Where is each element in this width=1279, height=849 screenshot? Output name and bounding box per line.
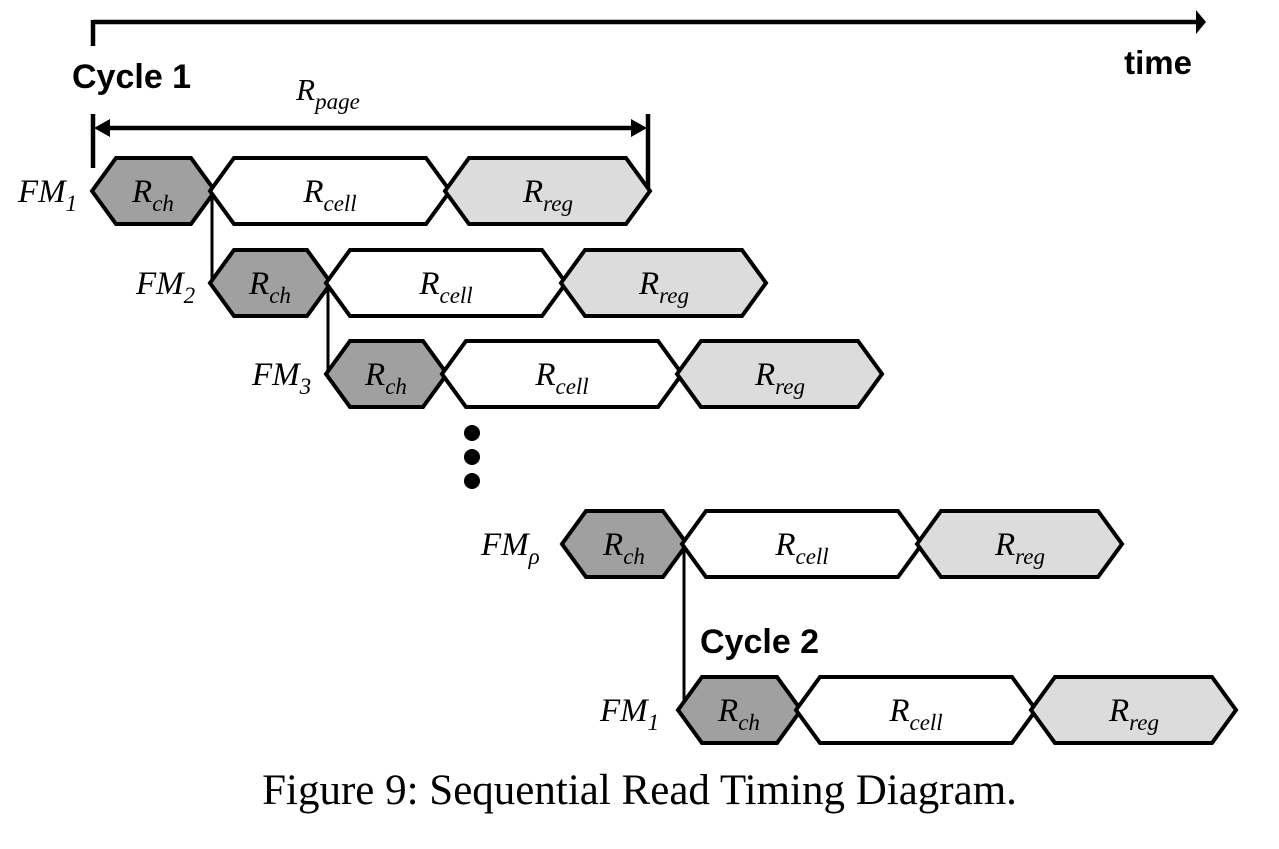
- stage-label-rch-fmrho: Rch: [602, 527, 645, 569]
- stage-label-rcell-fm2: Rcell: [418, 266, 472, 308]
- stage-hex-rreg-fm1-cycle2[interactable]: [1028, 675, 1239, 745]
- row-label-base: FM: [17, 174, 67, 210]
- time-axis-arrowhead: [1196, 10, 1206, 34]
- stage-label-rreg-fm3: Rreg: [754, 357, 805, 399]
- ellipsis-dot: [464, 425, 480, 441]
- row-label-fm1-cycle1: FM1: [17, 174, 77, 216]
- stage-label-rcell-fm1-cycle1: Rcell: [302, 174, 356, 216]
- stage-label-rcell-fm3: Rcell: [534, 357, 588, 399]
- row-label-base: FM: [480, 527, 530, 563]
- figure-caption: Figure 9: Sequential Read Timing Diagram…: [262, 767, 1017, 814]
- stage-label-rreg-fmrho: Rreg: [994, 527, 1045, 569]
- row-label-fm2: FM2: [135, 266, 195, 308]
- rpage-dimension-group: Rpage: [90, 72, 651, 192]
- row-label-base: FM: [135, 266, 185, 302]
- stage-label-rcell-fm1-cycle2: Rcell: [888, 693, 942, 735]
- stage-hex-rreg-fm2[interactable]: [558, 248, 769, 318]
- stage-label-rreg-fm2: Rreg: [638, 266, 689, 308]
- rpage-left-arrowhead: [94, 119, 110, 137]
- row-connectors-group: [210, 190, 686, 714]
- stage-label-rch-fm2: Rch: [248, 266, 291, 308]
- stage-label-rreg-fm1-cycle2: Rreg: [1108, 693, 1159, 735]
- stage-label-rcell-fmrho: Rcell: [774, 527, 828, 569]
- stage-hex-rreg-fm3[interactable]: [674, 339, 885, 409]
- row-label-fm3: FM3: [251, 357, 311, 399]
- row-label-fmrho: FMρ: [480, 527, 540, 569]
- row-label-subscript: 3: [299, 374, 312, 399]
- row-fm2: FM2 Rch Rcell Rreg: [135, 248, 769, 318]
- row-label-base: FM: [599, 693, 649, 729]
- stage-label-rch-fm3: Rch: [364, 357, 407, 399]
- ellipsis-dot: [464, 473, 480, 489]
- row-label-subscript: ρ: [528, 544, 540, 569]
- row-label-subscript: 1: [648, 710, 660, 735]
- row-label-base: FM: [251, 357, 301, 393]
- row-fm1-cycle2: FM1 Rch Rcell Rreg: [599, 675, 1239, 745]
- row-label-subscript: 1: [66, 191, 78, 216]
- row-label-subscript: 2: [184, 283, 196, 308]
- rpage-label-subscript: page: [313, 89, 360, 114]
- row-fm3: FM3 Rch Rcell Rreg: [251, 339, 885, 409]
- time-axis-label: time: [1124, 44, 1192, 81]
- rpage-label-base: R: [295, 72, 315, 107]
- rpage-label: Rpage: [295, 72, 360, 114]
- row-fm1-cycle1: FM1 Rch Rcell Rreg: [17, 156, 653, 226]
- stage-label-rreg-fm1-cycle1: Rreg: [522, 174, 573, 216]
- cycle-2-label: Cycle 2: [700, 623, 819, 661]
- time-axis-group: time: [90, 10, 1206, 81]
- stage-label-rch-fm1-cycle2: Rch: [717, 693, 760, 735]
- cycle-1-label: Cycle 1: [72, 58, 191, 96]
- row-fmrho: FMρ Rch Rcell Rreg: [480, 509, 1125, 579]
- stage-label-rch-fm1-cycle1: Rch: [131, 174, 174, 216]
- vertical-ellipsis: [464, 425, 480, 489]
- stage-hex-rreg-fm1-cycle1[interactable]: [442, 156, 653, 226]
- row-label-fm1-cycle2: FM1: [599, 693, 659, 735]
- ellipsis-dot: [464, 449, 480, 465]
- rpage-right-arrowhead: [631, 119, 647, 137]
- stage-hex-rreg-fmrho[interactable]: [914, 509, 1125, 579]
